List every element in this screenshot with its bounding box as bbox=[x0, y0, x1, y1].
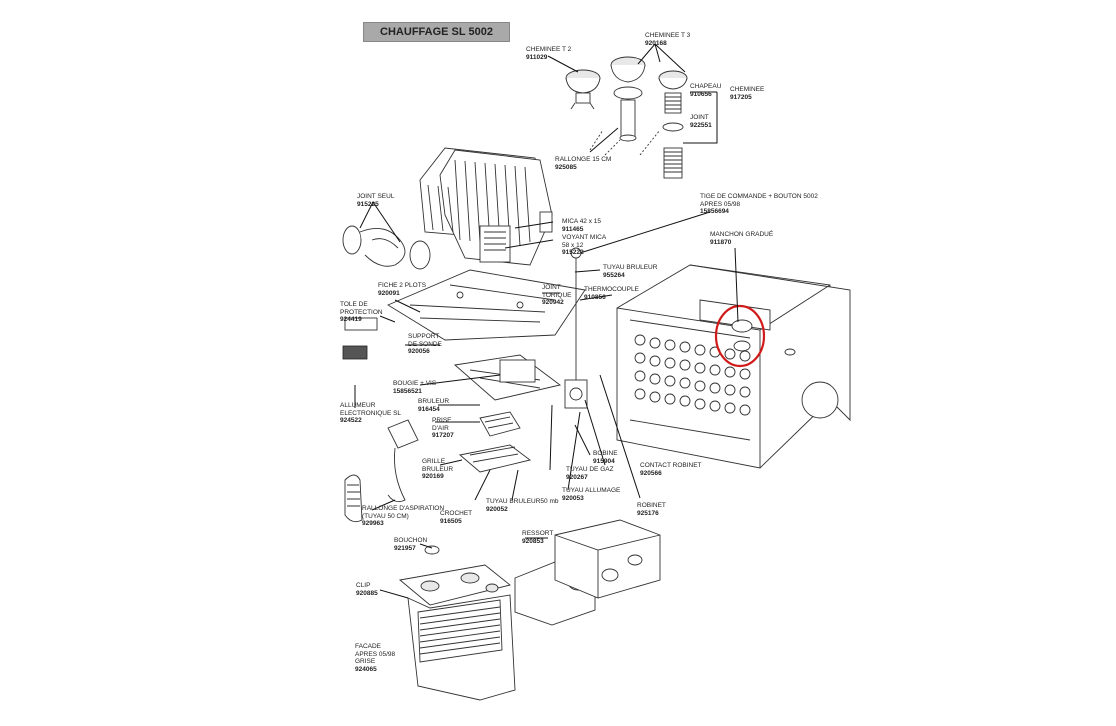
label-rallonge-aspi: RALLONGE D'ASPIRATION (TUYAU 50 CM)92996… bbox=[362, 505, 445, 527]
cheminee-t3-part bbox=[610, 56, 646, 142]
diagram-title: CHAUFFAGE SL 5002 bbox=[363, 22, 510, 42]
rear-frame-part bbox=[514, 519, 661, 626]
cheminee-t2-part bbox=[565, 69, 601, 110]
robinet-part bbox=[564, 247, 588, 409]
label-tige: TIGE DE COMMANDE + BOUTON 5002 APRES 05/… bbox=[700, 193, 818, 215]
bruleur-part bbox=[453, 354, 562, 401]
heat-exchanger-part bbox=[419, 147, 553, 266]
prise-air-part bbox=[479, 411, 521, 437]
facade-part bbox=[398, 545, 516, 701]
joint-seul-part bbox=[342, 225, 431, 270]
grille-bruleur-part bbox=[459, 444, 532, 473]
allumeur-part bbox=[344, 419, 419, 523]
manchon-highlight-circle bbox=[714, 304, 766, 368]
chapeau-part bbox=[658, 70, 688, 179]
base-plate-part bbox=[387, 269, 586, 341]
heater-body-part bbox=[616, 264, 851, 469]
tole-part bbox=[342, 317, 378, 360]
